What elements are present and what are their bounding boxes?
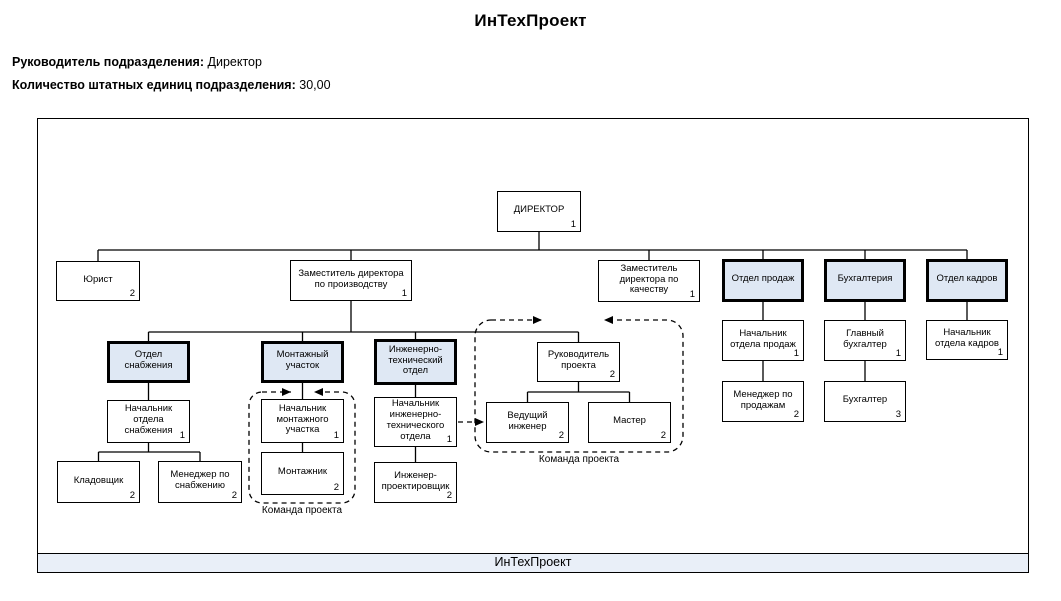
org-node-label: Кладовщик	[72, 475, 126, 490]
org-node-count: 1	[447, 435, 452, 446]
org-node-label: Руководитель проекта	[538, 349, 619, 375]
org-node-buhgalteriya: Бухгалтерия	[824, 259, 906, 302]
header-staff-value: 30,00	[299, 78, 330, 92]
group-label-team-left: Команда проекта	[262, 505, 342, 516]
org-node-label: Бухгалтерия	[836, 273, 895, 288]
org-node-count: 2	[334, 483, 339, 494]
org-node-master: Мастер 2	[588, 402, 671, 443]
org-node-label: Отдел продаж	[730, 273, 797, 288]
org-node-label: Начальник монтажного участка	[262, 403, 343, 439]
group-label-team-right: Команда проекта	[539, 454, 619, 465]
page-title: ИнТехПроект	[0, 11, 1061, 31]
org-node-label: Монтажный участок	[264, 349, 341, 375]
org-node-yurist: Юрист 2	[56, 261, 140, 301]
org-node-label: Бухгалтер	[841, 394, 889, 409]
org-node-vedushchy-inzhener: Ведущий инженер2	[486, 402, 569, 443]
org-node-count: 1	[334, 431, 339, 442]
org-node-label: Начальник отдела кадров	[927, 327, 1007, 353]
org-node-count: 2	[794, 410, 799, 421]
org-node-label: Начальник инженерно-технического отдела	[375, 398, 456, 445]
org-node-menedzher-snab: Менеджер по снабжению2	[158, 461, 242, 503]
org-node-count: 2	[447, 491, 452, 502]
org-node-count: 1	[896, 349, 901, 360]
org-node-count: 1	[998, 348, 1003, 359]
header-staff-line: Количество штатных единиц подразделения:…	[12, 78, 331, 92]
org-node-count: 1	[690, 290, 695, 301]
org-node-label: Отдел снабжения	[110, 349, 187, 375]
org-node-nach-otdela-kadrov: Начальник отдела кадров1	[926, 320, 1008, 360]
org-node-count: 2	[610, 370, 615, 381]
org-node-director: ДИРЕКТОР 1	[497, 191, 581, 232]
org-node-montazhny-uchastok: Монтажный участок	[261, 341, 344, 383]
org-node-count: 1	[794, 349, 799, 360]
org-node-label: Заместитель директора по производству	[291, 268, 411, 294]
org-node-label: Инженерно-технический отдел	[377, 344, 454, 380]
org-node-ruk-proekta: Руководитель проекта2	[537, 342, 620, 382]
org-node-otdel-prodazh: Отдел продаж	[722, 259, 804, 302]
org-node-count: 3	[896, 410, 901, 421]
org-node-count: 2	[130, 491, 135, 502]
org-node-zam-kachestvo: Заместитель директора по качеству1	[598, 260, 700, 302]
org-node-otdel-snabzheniya: Отдел снабжения	[107, 341, 190, 383]
org-node-glavny-buhgalter: Главный бухгалтер1	[824, 320, 906, 361]
org-node-label: Монтажник	[276, 466, 329, 481]
org-node-count: 2	[232, 491, 237, 502]
org-node-count: 1	[402, 289, 407, 300]
org-node-nach-otdela-prodazh: Начальник отдела продаж1	[722, 320, 804, 361]
org-node-count: 2	[130, 289, 135, 300]
org-node-count: 2	[559, 431, 564, 442]
org-node-count: 1	[571, 220, 576, 231]
org-node-menedzher-prodazham: Менеджер по продажам2	[722, 381, 804, 422]
org-node-otdel-kadrov: Отдел кадров	[926, 259, 1008, 302]
org-node-montazhnik: Монтажник 2	[261, 452, 344, 495]
org-node-inzh-proektirovshchik: Инженер-проектировщик2	[374, 462, 457, 503]
org-node-inzh-teh-otdel: Инженерно-технический отдел	[374, 339, 457, 385]
org-node-label: ДИРЕКТОР	[512, 204, 567, 219]
org-node-label: Заместитель директора по качеству	[599, 263, 699, 299]
header-manager-value: Директор	[208, 55, 262, 69]
org-node-label: Менеджер по продажам	[723, 389, 803, 415]
org-node-kladovshchik: Кладовщик 2	[57, 461, 140, 503]
org-node-label: Начальник отдела снабжения	[108, 403, 189, 439]
org-node-nach-mont-uchastka: Начальник монтажного участка1	[261, 399, 344, 443]
org-node-count: 1	[180, 431, 185, 442]
header-staff-label: Количество штатных единиц подразделения:	[12, 78, 296, 92]
org-node-count: 2	[661, 431, 666, 442]
org-node-label: Юрист	[81, 274, 114, 289]
org-node-label: Начальник отдела продаж	[723, 328, 803, 354]
org-node-label: Отдел кадров	[935, 273, 1000, 288]
org-node-zam-proizvodstvo: Заместитель директора по производству1	[290, 260, 412, 301]
header-manager-label: Руководитель подразделения:	[12, 55, 204, 69]
header-manager-line: Руководитель подразделения: Директор	[12, 55, 262, 69]
org-node-nach-otdela-snab: Начальник отдела снабжения1	[107, 400, 190, 443]
org-node-label: Инженер-проектировщик	[375, 470, 456, 496]
org-node-label: Менеджер по снабжению	[159, 469, 241, 495]
footer-bar: ИнТехПроект	[37, 553, 1029, 573]
org-node-buhgalter: Бухгалтер 3	[824, 381, 906, 422]
org-node-label: Мастер	[611, 415, 648, 430]
org-node-label: Ведущий инженер	[487, 410, 568, 436]
org-node-nach-inzh-teh: Начальник инженерно-технического отдела1	[374, 397, 457, 447]
org-node-label: Главный бухгалтер	[825, 328, 905, 354]
